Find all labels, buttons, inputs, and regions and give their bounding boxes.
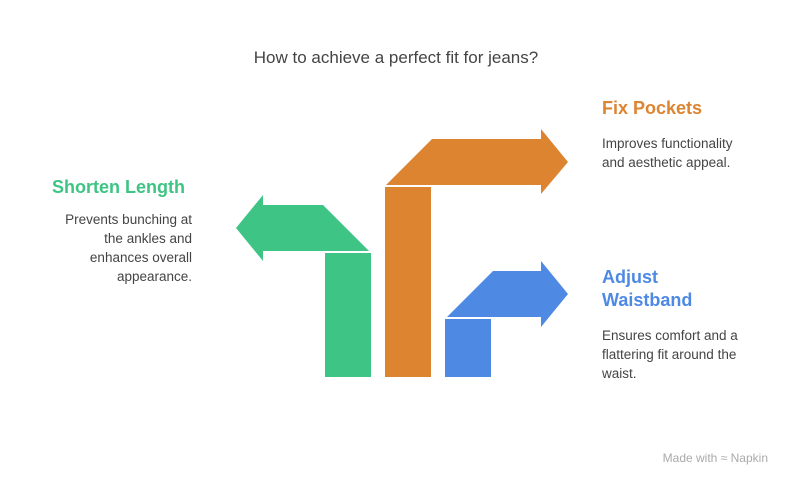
shorten-length-heading: Shorten Length: [52, 177, 185, 197]
fix-pockets-heading: Fix Pockets: [602, 98, 703, 118]
orange-arrow: [386, 129, 568, 194]
orange-bar: [385, 187, 431, 377]
napkin-logo-icon: ≈: [720, 451, 728, 465]
green-arrow: [236, 195, 369, 261]
shorten-length-description: Prevents bunching at the ankles and enha…: [65, 212, 192, 284]
blue-arrow: [447, 261, 568, 327]
made-with-label: Made with: [662, 451, 718, 465]
blue-bar: [445, 319, 491, 377]
adjust-waistband-description: Ensures comfort and a flattering fit aro…: [602, 328, 738, 381]
diagram-title: How to achieve a perfect fit for jeans?: [253, 48, 539, 67]
adjust-waistband-heading: Adjust Waistband: [602, 267, 693, 310]
green-bar: [325, 253, 371, 377]
fix-pockets-description: Improves functionality and aesthetic app…: [602, 136, 733, 170]
footer-credit: Made with ≈ Napkin: [663, 451, 768, 465]
brand-label: Napkin: [730, 451, 768, 465]
